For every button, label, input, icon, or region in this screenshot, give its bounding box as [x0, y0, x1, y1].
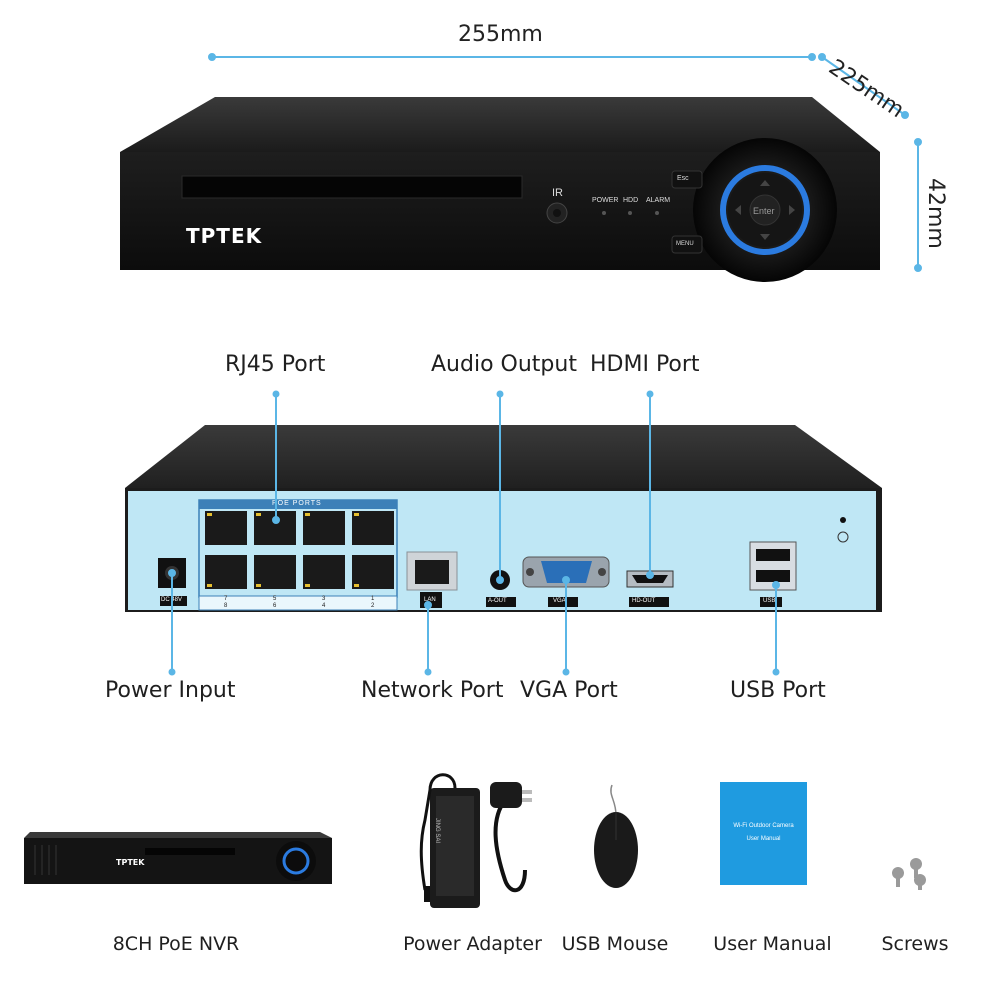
callout-audio-output: Audio Output [431, 352, 577, 377]
nav-ring-blue [720, 165, 810, 255]
user-manual-image [720, 782, 807, 885]
callout-power-input: Power Input [105, 678, 236, 703]
adapter-label: JING SAI [434, 818, 440, 844]
callout-rj45-port: RJ45 Port [225, 352, 326, 377]
port-num-6: 6 [273, 603, 277, 609]
nvr-rear-view [125, 425, 882, 612]
port-num-2: 2 [371, 603, 375, 609]
rear-top-cover [125, 425, 882, 488]
a-out-label: A-OUT [488, 598, 507, 604]
manual-subtitle: User Manual [746, 836, 781, 842]
menu-button[interactable] [671, 235, 703, 254]
esc-label: Esc [677, 175, 689, 182]
item-label-nvr: 8CH PoE NVR [112, 933, 240, 955]
port-num-5: 5 [273, 596, 277, 602]
depth-dimension-line [821, 56, 906, 116]
package-contents-images [24, 773, 926, 908]
thumbnail-brand-logo: TPTEK [116, 858, 145, 867]
port-num-3: 3 [322, 596, 326, 602]
item-label-power-adapter: Power Adapter [403, 933, 542, 955]
port-num-8: 8 [224, 603, 228, 609]
callout-vga-port: VGA Port [520, 678, 618, 703]
hdd-led [628, 211, 632, 215]
callout-hdmi-port: HDMI Port [590, 352, 700, 377]
esc-button[interactable] [671, 170, 703, 189]
ir-label: IR [552, 187, 563, 199]
usb-label: USB [763, 598, 776, 604]
power-led [602, 211, 606, 215]
screws-image [892, 858, 926, 890]
item-label-screws: Screws [881, 933, 949, 955]
alarm-led [655, 211, 659, 215]
poe-ports-header: POE PORTS [272, 500, 322, 507]
item-label-usb-mouse: USB Mouse [561, 933, 669, 955]
port-num-4: 4 [322, 603, 326, 609]
dimension-lines [208, 53, 922, 272]
power-adapter-image [419, 773, 532, 908]
front-slot [181, 175, 523, 199]
port-num-7: 7 [224, 596, 228, 602]
usb-mouse-image [594, 784, 638, 888]
port-num-1: 1 [371, 596, 375, 602]
manual-title: Wi-Fi Outdoor Camera [733, 823, 794, 829]
front-brand-logo: TPTEK [186, 224, 263, 248]
hd-out-label: HD-OUT [632, 598, 656, 604]
callout-usb-port: USB Port [730, 678, 826, 703]
vga-label: VGA [553, 598, 566, 604]
callout-network-port: Network Port [361, 678, 504, 703]
top-cover [120, 97, 880, 152]
rj45-ports [205, 511, 394, 589]
nvr-thumbnail [24, 832, 332, 884]
width-dimension: 255mm [458, 22, 543, 47]
callout-lines [168, 390, 780, 676]
item-label-user-manual: User Manual [713, 933, 832, 955]
menu-label: MENU [676, 241, 694, 247]
enter-label: Enter [753, 206, 775, 216]
indicator-alarm-label: ALARM [646, 197, 671, 204]
indicator-hdd-label: HDD [623, 197, 639, 204]
lan-label: LAN [424, 597, 436, 603]
indicator-power-label: POWER [592, 197, 619, 204]
nvr-front-view [120, 97, 880, 282]
